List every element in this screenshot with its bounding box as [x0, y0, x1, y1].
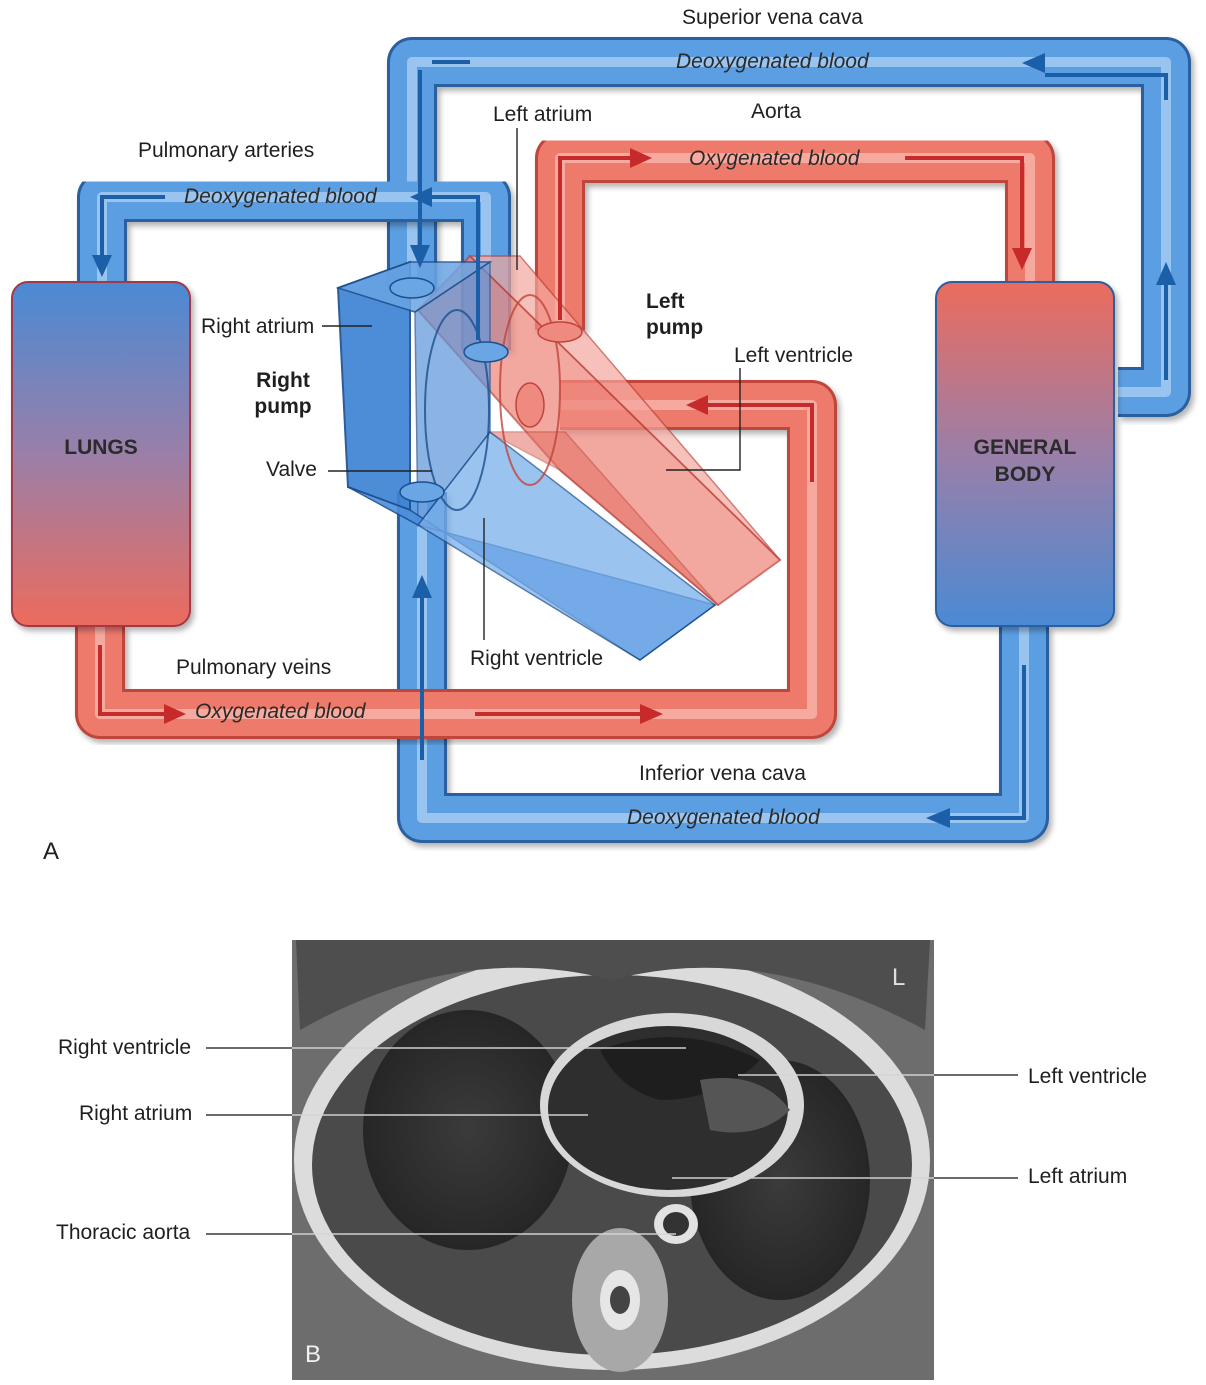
left-pump-line1: Left	[646, 290, 685, 313]
mri-label-right-atrium: Right atrium	[79, 1102, 193, 1125]
left-pump-line2: pump	[646, 316, 704, 340]
label-aorta: Aorta	[751, 100, 802, 123]
circulation-diagram	[11, 37, 1191, 843]
label-valve: Valve	[266, 458, 317, 481]
label-pulmonary-veins: Pulmonary veins	[176, 656, 332, 679]
label-right-ventricle: Right ventricle	[470, 647, 604, 670]
flow-label-deoxygenated-bottom: Deoxygenated blood	[627, 806, 820, 829]
label-left-ventricle: Left ventricle	[734, 344, 854, 367]
mri-label-right-ventricle: Right ventricle	[58, 1036, 192, 1059]
arrow-ivc-left	[926, 808, 950, 828]
flow-label-deoxygenated-pulmonary: Deoxygenated blood	[184, 185, 377, 208]
general-body-label: GENERAL BODY	[936, 434, 1114, 489]
mri-label-left-ventricle: Left ventricle	[1028, 1065, 1148, 1088]
leader-lines	[322, 128, 741, 640]
right-pump-line2: pump	[254, 395, 312, 419]
mri-cross-section: L	[206, 940, 1018, 1380]
arrow-aorta-down	[1012, 248, 1032, 270]
flow-label-deoxygenated-top: Deoxygenated blood	[676, 50, 869, 73]
flow-arrows	[92, 53, 1176, 828]
general-body-line1: GENERAL	[973, 436, 1077, 459]
heart-pump-block	[335, 254, 782, 661]
arrow-pa-left	[410, 187, 432, 207]
panel-a-letter: A	[43, 838, 60, 865]
mri-label-thoracic-aorta: Thoracic aorta	[56, 1221, 191, 1244]
lungs-label: LUNGS	[64, 436, 138, 459]
superior-vena-cava-vessel	[387, 37, 1191, 417]
arrow-body-up	[1156, 262, 1176, 285]
arrow-pa-down	[92, 255, 112, 277]
flow-label-oxygenated-veins: Oxygenated blood	[195, 700, 366, 723]
arrow-svc-left	[1022, 53, 1045, 73]
right-pump-label: Right pump	[250, 368, 316, 421]
mri-side-marker: L	[892, 964, 905, 991]
label-right-atrium: Right atrium	[201, 315, 315, 338]
label-pulmonary-arteries: Pulmonary arteries	[138, 139, 315, 162]
lungs-box	[11, 281, 191, 627]
label-inferior-vena-cava: Inferior vena cava	[639, 762, 806, 785]
left-pump-label: Left pump	[646, 289, 703, 342]
arrow-pv-right-2	[640, 704, 663, 724]
general-body-box	[935, 281, 1115, 627]
mri-label-left-atrium: Left atrium	[1028, 1165, 1128, 1188]
general-body-line2: BODY	[994, 463, 1056, 487]
arrow-svc-down	[410, 245, 430, 268]
arrow-pv-right	[164, 704, 186, 724]
arrow-ivc-up	[412, 575, 432, 598]
label-left-atrium: Left atrium	[493, 103, 593, 126]
panel-b-letter: B	[305, 1341, 322, 1368]
right-pump-line1: Right	[256, 369, 310, 392]
flow-label-oxygenated-aorta: Oxygenated blood	[689, 147, 860, 170]
arrow-aorta-right	[630, 148, 652, 168]
right-lung	[363, 1010, 573, 1250]
label-superior-vena-cava: Superior vena cava	[682, 6, 863, 29]
arrow-pv-left	[686, 395, 708, 415]
